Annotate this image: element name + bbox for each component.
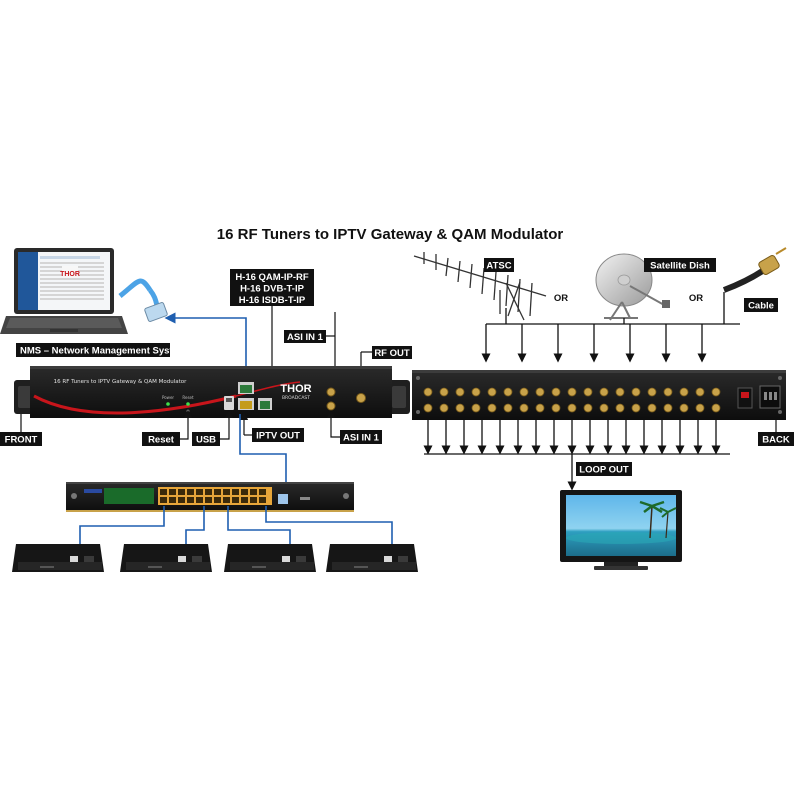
svg-text:Power: Power (162, 395, 174, 400)
usb-label: USB (196, 435, 216, 446)
iptv-cable (239, 414, 287, 496)
asi-in-top-tag: ASI IN 1 (284, 330, 326, 343)
asi-in-top-label: ASI IN 1 (287, 332, 324, 343)
diagram-title: 16 RF Tuners to IPTV Gateway & QAM Modul… (217, 226, 564, 243)
rf-out-label: RF OUT (374, 348, 410, 359)
satellite-label: Satellite Dish (650, 261, 710, 272)
front-panel-caption: 16 RF Tuners to IPTV Gateway & QAM Modul… (54, 379, 187, 385)
front-tag: FRONT (0, 432, 42, 446)
model-labels: H-16 QAM-IP-RF H-16 DVB-T-IP H-16 ISDB-T… (230, 269, 314, 306)
svg-text:THOR: THOR (60, 271, 80, 278)
asi-in-bottom-label: ASI IN 1 (343, 433, 380, 444)
nms-label: NMS – Network Management System (20, 346, 186, 357)
set-top-box-2 (120, 544, 212, 572)
iptv-out-label: IPTV OUT (256, 431, 300, 442)
set-top-box-4 (326, 544, 418, 572)
reset-label: Reset (148, 435, 175, 446)
or-label-2: OR (689, 293, 703, 304)
model-label-2: H-16 DVB-T-IP (240, 284, 305, 295)
atsc-antenna (413, 252, 547, 321)
stb-cable-1 (79, 506, 165, 548)
svg-text:Reset: Reset (182, 395, 194, 400)
thor-logo: THOR (280, 383, 311, 395)
satellite-tag: Satellite Dish (644, 258, 716, 272)
back-tag: BACK (758, 432, 794, 446)
atsc-label: ATSC (486, 261, 511, 272)
loop-out-distribution (423, 420, 730, 491)
input-distribution (481, 292, 740, 363)
loop-out-label: LOOP OUT (579, 465, 629, 476)
television (560, 490, 682, 570)
stb-cable-2 (185, 506, 205, 548)
usb-tag: USB (192, 432, 220, 446)
or-label-1: OR (554, 293, 568, 304)
front-label: FRONT (5, 435, 38, 446)
cable-tag: Cable (744, 298, 778, 312)
reset-tag: Reset (142, 432, 180, 446)
ethernet-plug (118, 278, 168, 322)
model-label-1: H-16 QAM-IP-RF (235, 272, 309, 283)
set-top-box-1 (12, 544, 104, 572)
coax-cable (722, 247, 787, 293)
loop-out-tag: LOOP OUT (576, 462, 632, 476)
atsc-tag: ATSC (484, 258, 514, 272)
laptop: THOR (0, 248, 128, 334)
iptv-out-tag: IPTV OUT (252, 428, 304, 442)
cable-label: Cable (748, 301, 774, 312)
stb-cable-3 (227, 506, 291, 548)
rf-out-tag: RF OUT (372, 346, 412, 359)
satellite-dish (595, 253, 670, 321)
model-label-3: H-16 ISDB-T-IP (239, 295, 306, 306)
back-panel-device (412, 370, 786, 420)
back-label: BACK (762, 435, 790, 446)
stb-cable-4 (265, 506, 393, 548)
asi-in-bottom-tag: ASI IN 1 (340, 430, 382, 444)
thor-logo-sub: BROADCAST (282, 395, 310, 401)
set-top-box-3 (224, 544, 316, 572)
nms-label-tag: NMS – Network Management System (16, 343, 186, 357)
network-switch (66, 482, 354, 512)
front-panel-device: 16 RF Tuners to IPTV Gateway & QAM Modul… (14, 366, 410, 418)
